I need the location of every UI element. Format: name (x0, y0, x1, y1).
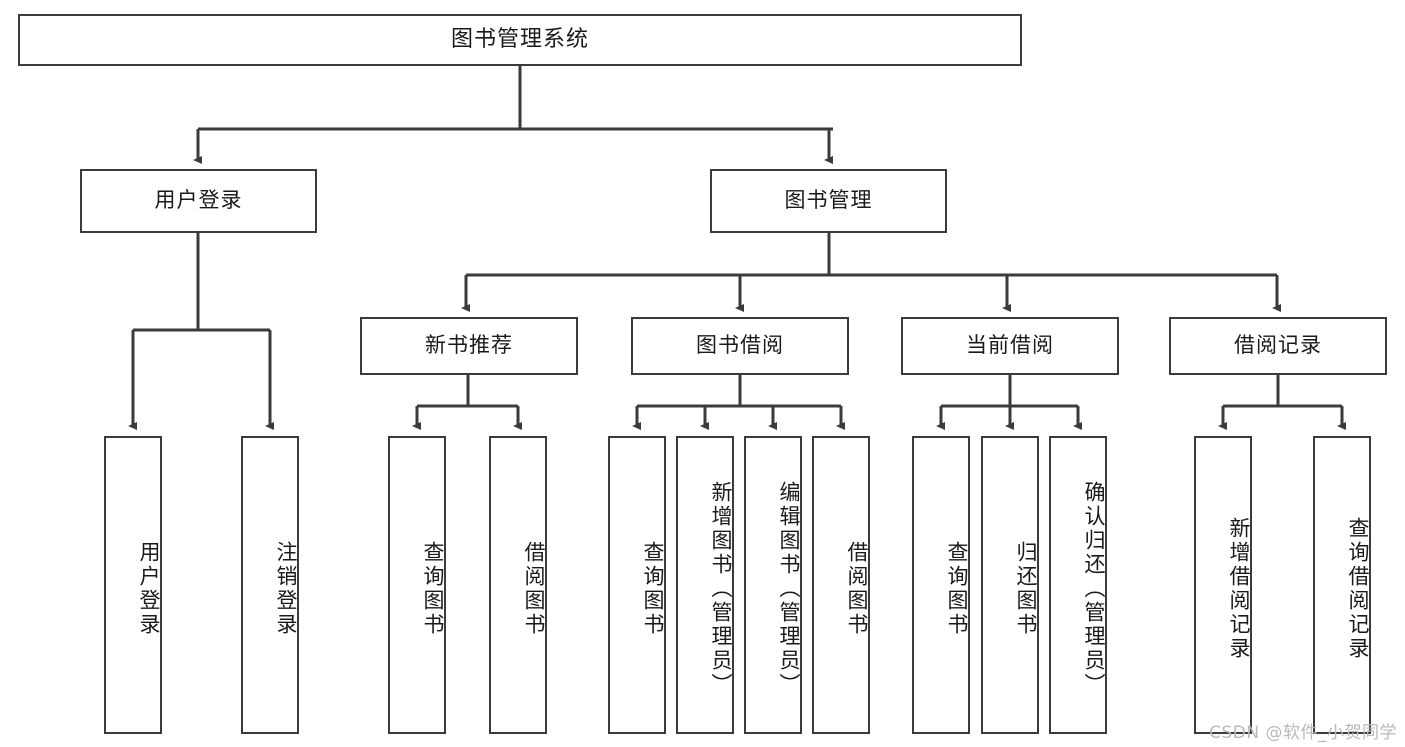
node-label: 当前借阅 (966, 333, 1054, 358)
leaf-current-confirm-return-admin[interactable]: 确认归还（管理员） (1049, 436, 1107, 734)
leaf-borrow-edit-book-admin[interactable]: 编辑图书（管理员） (744, 436, 802, 734)
node-label: 图书管理 (784, 188, 873, 213)
node-label: 图书管理系统 (450, 26, 589, 52)
node-borrow-record[interactable]: 借阅记录 (1169, 317, 1387, 375)
node-label: 查询图书 (641, 541, 665, 637)
leaf-borrow-query-book[interactable]: 查询图书 (608, 436, 666, 734)
watermark: CSDN @软件_小贺同学 (1209, 723, 1397, 743)
node-user-login[interactable]: 用户登录 (80, 169, 317, 233)
node-label: 注销登录 (274, 541, 298, 637)
leaf-borrow-add-book-admin[interactable]: 新增图书（管理员） (676, 436, 734, 734)
node-label: 借阅图书 (522, 541, 546, 637)
leaf-record-add-record[interactable]: 新增借阅记录 (1194, 436, 1252, 734)
node-label: 用户登录 (154, 188, 243, 213)
node-book-borrow[interactable]: 图书借阅 (631, 317, 849, 375)
node-label: 新书推荐 (425, 333, 513, 358)
node-current-borrow[interactable]: 当前借阅 (901, 317, 1119, 375)
node-label: 查询借阅记录 (1346, 517, 1370, 661)
leaf-current-return-book[interactable]: 归还图书 (981, 436, 1039, 734)
node-label: 查询图书 (421, 541, 445, 637)
leaf-recommend-borrow-book[interactable]: 借阅图书 (489, 436, 547, 734)
leaf-current-query-book[interactable]: 查询图书 (912, 436, 970, 734)
node-label: 借阅图书 (845, 541, 869, 637)
node-label: 借阅记录 (1234, 333, 1322, 358)
node-label: 归还图书 (1014, 541, 1038, 637)
node-root-book-management-system[interactable]: 图书管理系统 (18, 14, 1022, 66)
node-label: 新增借阅记录 (1227, 517, 1251, 661)
node-new-book-recommend[interactable]: 新书推荐 (360, 317, 578, 375)
node-book-management[interactable]: 图书管理 (710, 169, 947, 233)
node-label: 编辑图书（管理员） (777, 481, 801, 697)
node-label: 确认归还（管理员） (1082, 481, 1106, 697)
node-label: 图书借阅 (696, 333, 784, 358)
node-label: 用户登录 (137, 541, 161, 637)
leaf-borrow-borrow-book[interactable]: 借阅图书 (812, 436, 870, 734)
leaf-record-query-record[interactable]: 查询借阅记录 (1313, 436, 1371, 734)
node-label: 新增图书（管理员） (709, 481, 733, 697)
leaf-user-login-logout[interactable]: 注销登录 (241, 436, 299, 734)
leaf-user-login-login[interactable]: 用户登录 (104, 436, 162, 734)
node-label: 查询图书 (945, 541, 969, 637)
leaf-recommend-query-book[interactable]: 查询图书 (388, 436, 446, 734)
